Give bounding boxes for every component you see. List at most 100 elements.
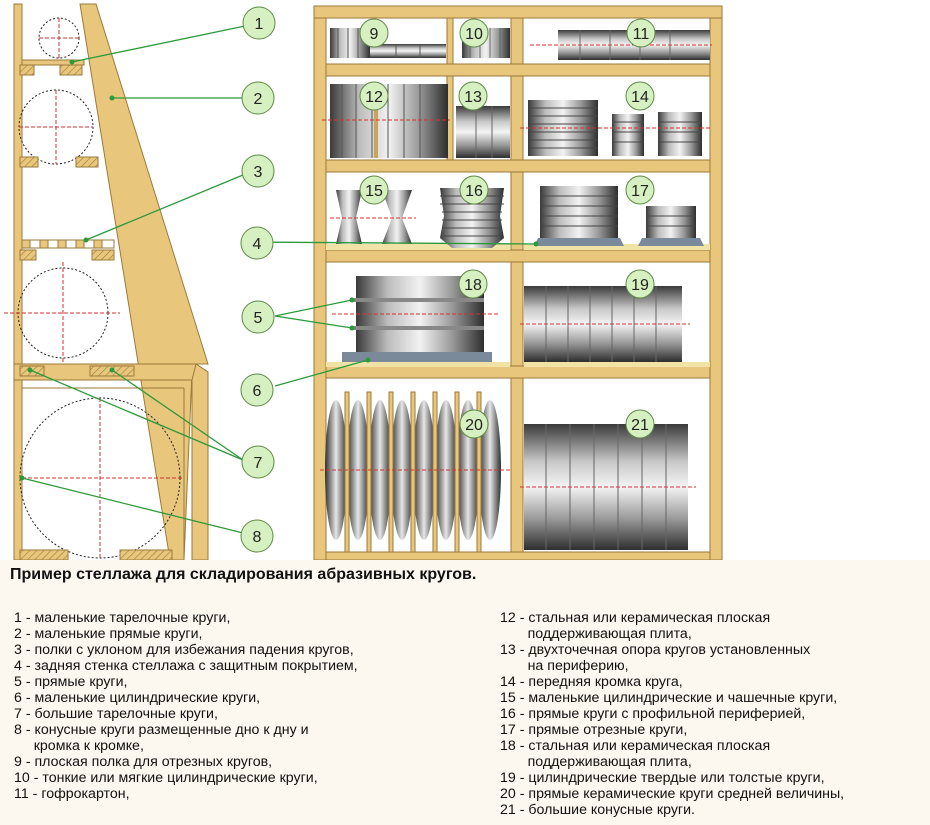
callout-5: 5 [241,300,275,334]
lower-frame-right-post [191,363,209,560]
label-20: 20 [459,409,489,439]
side-shelf-1 [21,59,85,66]
svg-text:14: 14 [631,89,649,106]
legend-item: кромка к кромке, [14,738,144,754]
part-labels: 9 10 11 12 13 14 15 16 17 18 19 20 21 [359,18,656,439]
svg-text:17: 17 [631,183,649,200]
item-11-corrugated [530,30,712,60]
svg-text:21: 21 [631,417,649,434]
label-21: 21 [625,409,655,439]
label-12: 12 [359,81,389,111]
shelf-coatings [326,244,710,367]
rack-post-middle [510,5,524,560]
svg-text:9: 9 [370,26,379,43]
svg-text:5: 5 [254,310,263,327]
label-11: 11 [626,18,656,48]
svg-text:18: 18 [464,277,482,294]
slanted-back-wall [79,3,209,560]
support-block [19,64,35,76]
legend-right: 12 - стальная или керамическая плоская п… [500,610,844,818]
label-13: 13 [458,81,488,111]
svg-text:16: 16 [465,183,483,200]
shelf-slots [21,239,103,249]
rack-top-beam [313,5,723,19]
support-block [19,549,69,560]
svg-text:4: 4 [253,236,262,253]
legend-left: 1 - маленькие тарелочные круги, 2 - мале… [14,610,358,802]
svg-text:19: 19 [631,277,649,294]
leader-lines [21,25,537,534]
caption-title: Пример стеллажа для складирования абрази… [10,566,477,583]
svg-text:2: 2 [254,91,263,108]
legend-item: 2 - маленькие прямые круги, [14,626,203,642]
legend-item: 5 - прямые круги, [14,674,128,690]
callout-2: 2 [241,81,275,115]
svg-text:3: 3 [254,164,263,181]
label-17: 17 [625,175,655,205]
callout-bubbles: 1 2 3 4 5 6 7 8 [240,6,276,553]
svg-text:13: 13 [464,89,482,106]
legend-item: 16 - прямые круги с профильной периферие… [500,706,806,722]
caption-area [0,560,930,825]
legend-item: 9 - плоская полка для отрезных кругов, [14,754,273,770]
support-block [19,156,39,168]
legend-item: 19 - цилиндрические твердые или толстые … [500,770,825,786]
item-19-thick-cylinder [520,286,690,362]
callout-7: 7 [241,445,275,479]
support-block [75,156,99,168]
label-14: 14 [625,81,655,111]
callout-1: 1 [242,6,276,40]
label-18: 18 [458,269,488,299]
rack-post-left [313,5,327,560]
svg-text:10: 10 [465,26,483,43]
support-block [119,549,173,560]
callout-3: 3 [241,154,275,188]
shelves [325,63,711,560]
support-block [59,64,83,76]
legend-item: 21 - большие конусные круги. [500,802,695,818]
legend-item: 8 - конусные круги размещенные дно к дну… [14,722,309,738]
legend-item: 4 - задняя стенка стеллажа с защитным по… [14,658,358,674]
legend-item: 14 - передняя кромка круга, [500,674,683,690]
item-21-large-conical [520,424,696,550]
callout-4: 4 [240,226,274,260]
front-rack [313,5,723,560]
legend-item: 11 - гофрокартон, [14,786,130,802]
legend-item: 13 - двухточечная опора кругов установле… [500,642,811,658]
leader-endpoints [19,59,539,481]
legend-item: 3 - полки с уклоном для избежания падени… [14,642,354,658]
divider-post [446,17,454,65]
label-16: 16 [459,175,489,205]
callout-6: 6 [240,373,274,407]
item-17-cutting-wheels [534,186,704,246]
label-19: 19 [625,269,655,299]
legend-item: на периферию, [500,658,629,674]
item-13-peripheral-support [456,106,510,158]
rack-post-right [709,5,723,560]
label-15: 15 [359,175,389,205]
svg-text:12: 12 [365,89,383,106]
item-20-ceramic-discs [320,391,512,553]
svg-text:20: 20 [465,417,483,434]
legend-item: поддерживающая плита, [500,626,692,642]
svg-text:1: 1 [255,16,264,33]
label-10: 10 [459,18,489,48]
legend-item: 15 - маленькие цилиндрические и чашечные… [500,690,838,706]
legend-item: поддерживающая плита, [500,754,692,770]
callout-8: 8 [240,519,274,553]
legend-item: 1 - маленькие тарелочные круги, [14,610,231,626]
support-block [91,249,115,261]
item-12-plate-stack [322,84,450,158]
item-14-ribbed-wheels [520,100,712,156]
legend-item: 6 - маленькие цилиндрические круги, [14,690,261,706]
support-block [19,249,37,261]
item-16-profiled-wheels [440,188,504,248]
svg-text:8: 8 [253,529,262,546]
label-9: 9 [359,18,389,48]
legend-item: 20 - прямые керамические круги средней в… [500,786,845,802]
svg-text:6: 6 [253,383,262,400]
item-15-cup-wheels [330,190,416,244]
legend-item: 12 - стальная или керамическая плоская [500,610,771,626]
legend-item: 17 - прямые отрезные круги, [500,722,688,738]
svg-text:11: 11 [633,26,650,43]
